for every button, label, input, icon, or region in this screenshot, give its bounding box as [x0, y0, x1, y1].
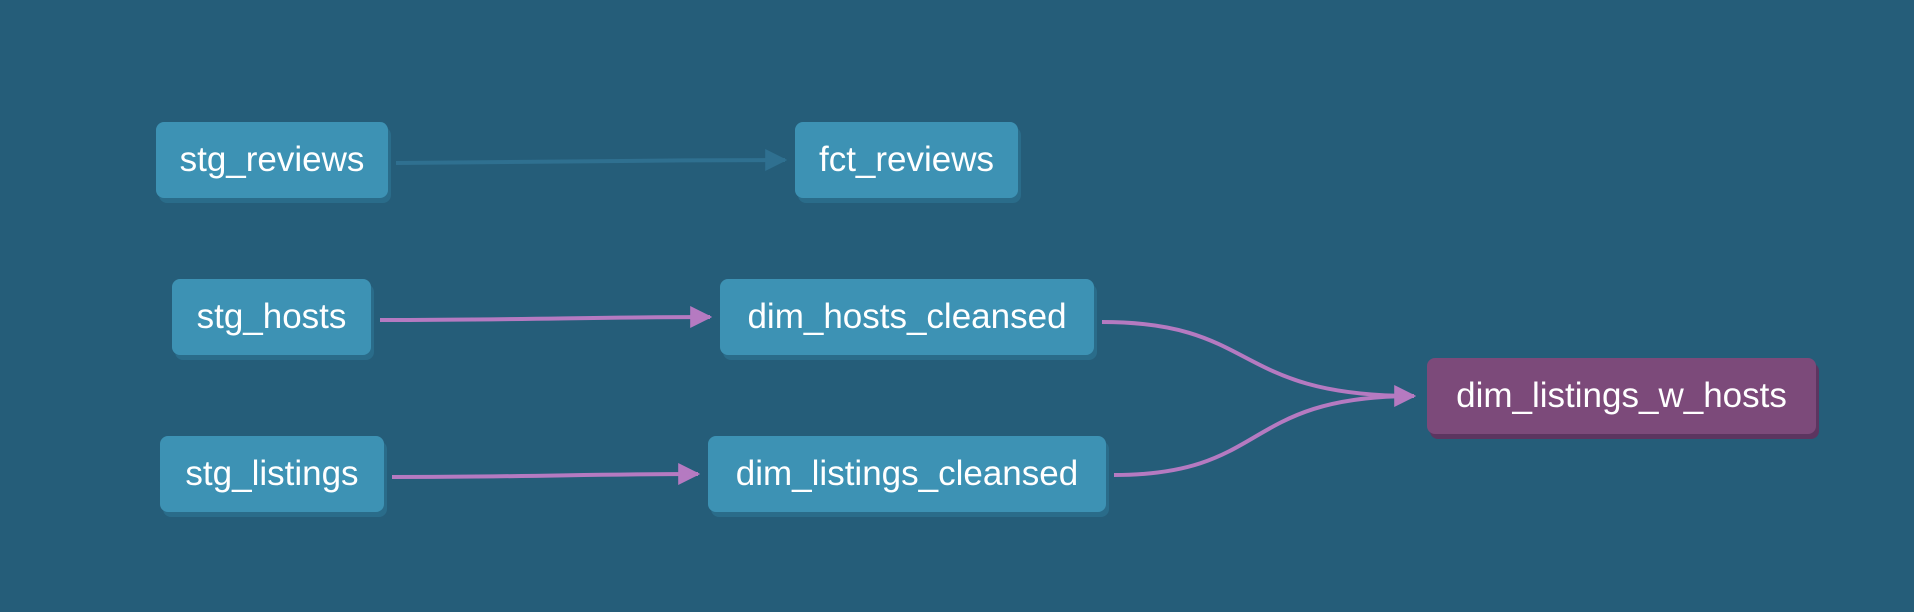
edge-dim-listings-cleansed-to-dim-listings-w-hosts [1113, 394, 1415, 477]
node-stg-reviews[interactable]: stg_reviews [156, 122, 388, 198]
edge-stg-listings-to-dim-listings-cleansed [391, 463, 701, 486]
node-dim-listings-cleansed[interactable]: dim_listings_cleansed [708, 436, 1106, 512]
edge-dim-hosts-cleansed-to-dim-listings-w-hosts [1101, 320, 1417, 407]
node-dim-listings-w-hosts[interactable]: dim_listings_w_hosts [1427, 358, 1816, 434]
node-dim-hosts-cleansed[interactable]: dim_hosts_cleansed [720, 279, 1094, 355]
node-stg-listings[interactable]: stg_listings [160, 436, 384, 512]
node-stg-hosts[interactable]: stg_hosts [172, 279, 371, 355]
edge-stg-hosts-to-dim-hosts-cleansed [379, 306, 713, 329]
edge-stg-reviews-to-fct-reviews [395, 149, 788, 172]
node-fct-reviews[interactable]: fct_reviews [795, 122, 1018, 198]
